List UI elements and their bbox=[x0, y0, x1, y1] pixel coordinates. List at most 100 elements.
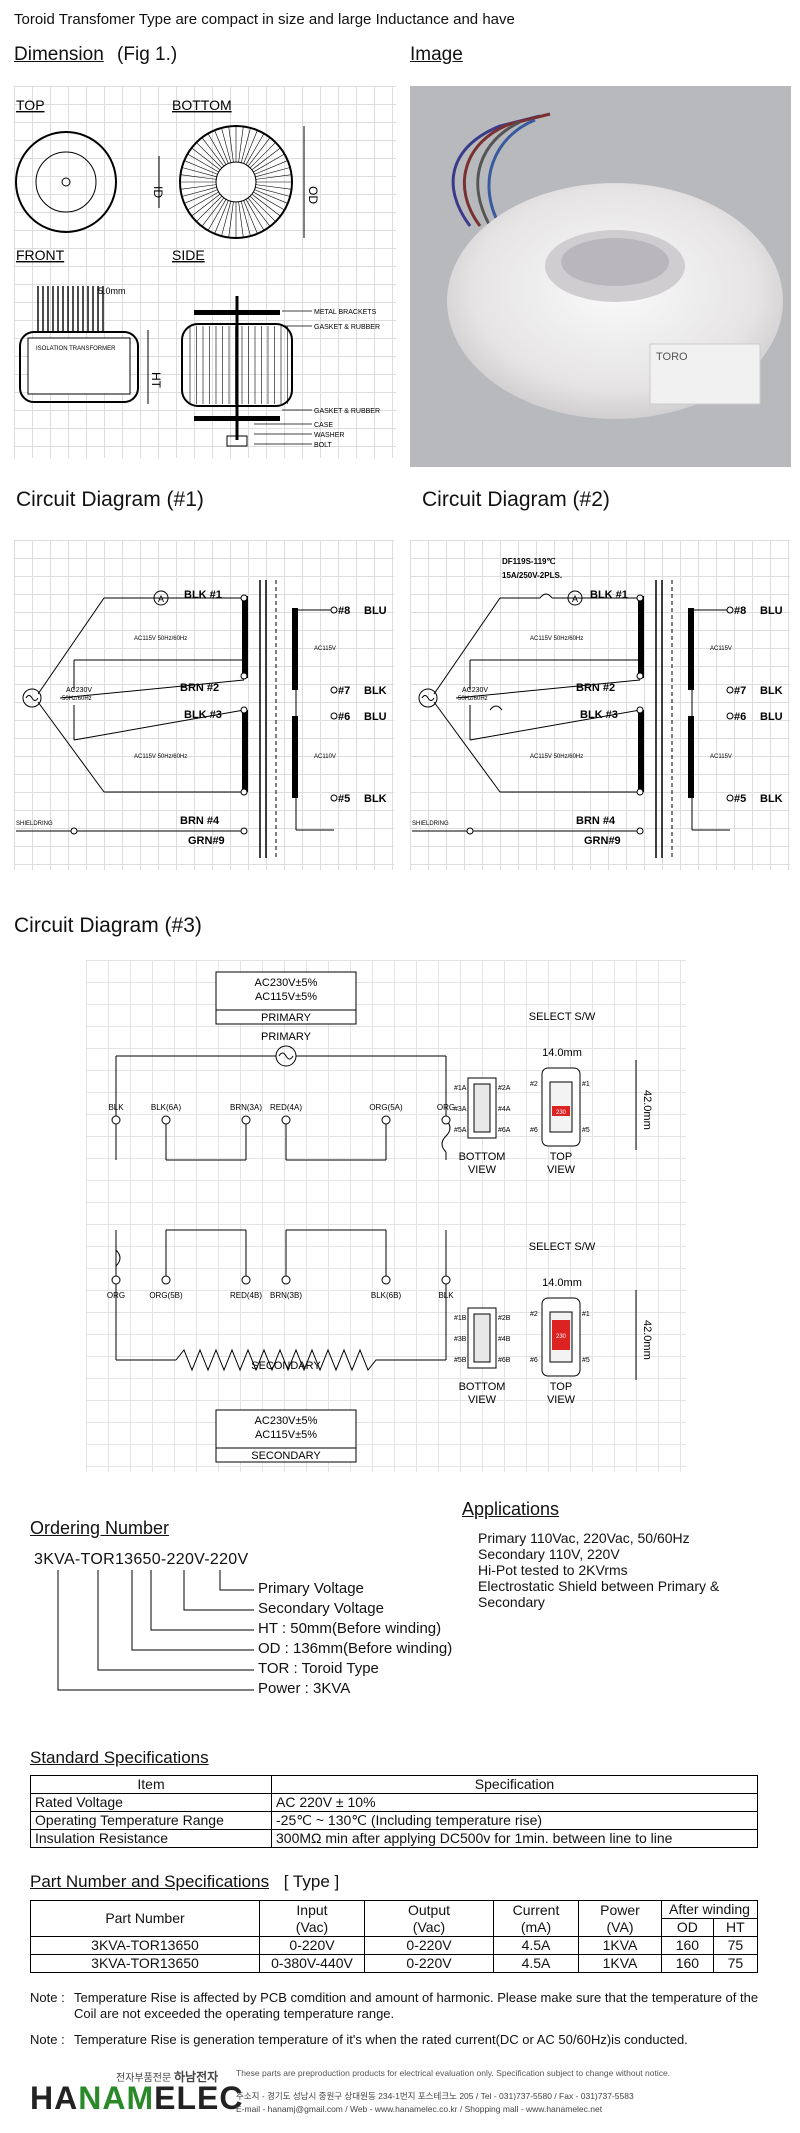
cd1-tap-6: #6 bbox=[338, 711, 350, 723]
cd3-sw-label-2: 230 bbox=[556, 1334, 567, 1340]
side-label-1: METAL BRACKETS bbox=[314, 309, 377, 316]
part-spec-header-input: Input (Vac) bbox=[259, 1900, 365, 1937]
cd3-diagram: AC230V±5% AC115V±5% PRIMARY PRIMARY BLK … bbox=[86, 960, 686, 1472]
part-spec-header-power: Power (VA) bbox=[578, 1900, 662, 1937]
side-label-3: GASKET & RUBBER bbox=[314, 408, 380, 415]
top-pin-2-a: #2 bbox=[530, 1081, 538, 1088]
pin-2a: #2A bbox=[498, 1085, 511, 1092]
cd3-pri-tap-5: ORG(5A) bbox=[369, 1103, 403, 1112]
note-1-label: Note : bbox=[30, 1990, 65, 2005]
front-view bbox=[19, 286, 149, 404]
cd2-ac-freq: 50Hz/60Hz bbox=[458, 696, 488, 702]
pin-3b: #3B bbox=[454, 1336, 467, 1343]
ordering-item-1: Primary Voltage bbox=[258, 1580, 364, 1597]
part-spec-header-power-2: (VA) bbox=[606, 1918, 634, 1935]
std-spec-header-row: Item Specification bbox=[30, 1775, 758, 1794]
bottom-view bbox=[179, 125, 293, 239]
note-2-text: Temperature Rise is generation temperatu… bbox=[74, 2032, 688, 2047]
ordering-heading: Ordering Number bbox=[30, 1518, 170, 1538]
part-spec-header-output: Output (Vac) bbox=[364, 1900, 494, 1937]
cd2-tap-5-color: BLK bbox=[760, 793, 783, 805]
part-spec-heading-text: Part Number and Specifications bbox=[30, 1872, 270, 1891]
part-spec-cell: 0-220V bbox=[364, 1936, 494, 1955]
std-spec-header-item: Item bbox=[30, 1775, 272, 1794]
part-spec-header-input-2: (Vac) bbox=[295, 1918, 329, 1935]
std-spec-heading: Standard Specifications bbox=[30, 1748, 209, 1767]
cd1-heading: Circuit Diagram (#1) bbox=[16, 488, 204, 511]
cd1-pri-bot: AC115V 50Hz/60Hz bbox=[134, 754, 187, 760]
table-row: Operating Temperature Range -25℃ ~ 130℃ … bbox=[30, 1811, 758, 1830]
part-spec-cell: 1KVA bbox=[578, 1936, 662, 1955]
cd3-select-sw-2: SELECT S/W bbox=[529, 1241, 596, 1253]
application-line-5: Secondary bbox=[478, 1594, 545, 1610]
std-spec-cell: Rated Voltage bbox=[30, 1793, 272, 1812]
part-spec-cell: 1KVA bbox=[578, 1954, 662, 1973]
cd3-sw-label-1: 230 bbox=[556, 1110, 567, 1116]
pin-1b: #1B bbox=[454, 1315, 467, 1322]
cd2-tap-3: BLK #3 bbox=[580, 709, 618, 721]
cd1-tap-5-color: BLK bbox=[364, 793, 387, 805]
cd2-pri-bot: AC115V 50Hz/60Hz bbox=[530, 754, 583, 760]
product-photo: TORO bbox=[410, 86, 791, 467]
std-spec-cell: Operating Temperature Range bbox=[30, 1811, 272, 1830]
cd3-bottom-view-2a: BOTTOM bbox=[459, 1381, 506, 1393]
cd1-diagram: A AC230V 50Hz/60Hz AC115V 50Hz/60Hz AC11… bbox=[14, 540, 394, 870]
part-spec-header-current-1: Current bbox=[512, 1901, 560, 1918]
part-spec-cell: 160 bbox=[661, 1936, 714, 1955]
cd2-tap-2: BRN #2 bbox=[576, 682, 615, 694]
cd3-sec-box-3: SECONDARY bbox=[251, 1450, 321, 1462]
cd1-ac-freq: 50Hz/60Hz bbox=[62, 696, 92, 702]
std-spec-cell: -25℃ ~ 130℃ (Including temperature rise) bbox=[271, 1811, 758, 1830]
cd2-tap-9: GRN#9 bbox=[584, 835, 621, 847]
top-pin-2-b: #2 bbox=[530, 1311, 538, 1318]
application-line-3: Hi-Pot tested to 2KVrms bbox=[478, 1562, 628, 1578]
cd3-heading: Circuit Diagram (#3) bbox=[14, 914, 202, 937]
cd1-tap-4: BRN #4 bbox=[180, 815, 220, 827]
cd1-ammeter: A bbox=[158, 594, 164, 604]
application-line-4: Electrostatic Shield between Primary & bbox=[478, 1578, 720, 1594]
cd3-top-view-2b: VIEW bbox=[547, 1394, 576, 1406]
cd1-pri-top: AC115V 50Hz/60Hz bbox=[134, 636, 187, 642]
top-pin-1-b: #1 bbox=[582, 1311, 590, 1318]
cd2-tap-7: #7 bbox=[734, 685, 746, 697]
cd2-tap-8: #8 bbox=[734, 605, 746, 617]
ordering-leaders bbox=[57, 1570, 254, 1691]
cd1-tap-7: #7 bbox=[338, 685, 350, 697]
dimension-svg: TOP BOTTOM ID OD FRONT SIDE ISOLATION TR… bbox=[15, 97, 380, 449]
cd3-pri-tap-2: BLK(6A) bbox=[151, 1103, 182, 1112]
cd1-tap-9: GRN#9 bbox=[188, 835, 225, 847]
footer-web: E-mail - hanamj@gmail.com / Web - www.ha… bbox=[236, 2104, 603, 2114]
table-row: 3KVA-TOR13650 0-220V 0-220V 4.5A 1KVA 16… bbox=[30, 1936, 759, 1955]
part-spec-header-ht: HT bbox=[712, 1918, 759, 1937]
cd2-ac-in: AC230V bbox=[462, 687, 488, 694]
cd3-select-sw-1: SELECT S/W bbox=[529, 1011, 596, 1023]
application-line-1: Primary 110Vac, 220Vac, 50/60Hz bbox=[478, 1530, 690, 1546]
label-id: ID bbox=[151, 186, 165, 198]
logo-ha: HA bbox=[30, 2080, 79, 2116]
part-spec-cell: 4.5A bbox=[493, 1954, 579, 1973]
cd1-tap-6-color: BLU bbox=[364, 711, 387, 723]
part-spec-header-current: Current (mA) bbox=[493, 1900, 579, 1937]
footer-address: 주소지 - 경기도 성남시 중원구 상대원동 234-1번지 포스테크노 205… bbox=[236, 2091, 634, 2101]
side-view bbox=[181, 296, 293, 447]
part-spec-header-after: After winding bbox=[661, 1900, 758, 1919]
cd3-pri-box-2: AC115V±5% bbox=[255, 991, 317, 1003]
label-od: OD bbox=[306, 186, 320, 204]
pin-5b: #5B bbox=[454, 1357, 467, 1364]
part-spec-cell: 3KVA-TOR13650 bbox=[30, 1954, 260, 1973]
std-spec-table: Item Specification Rated Voltage AC 220V… bbox=[30, 1775, 758, 1848]
part-spec-cell: 0-220V bbox=[364, 1954, 494, 1973]
cd2-tap-7-color: BLK bbox=[760, 685, 783, 697]
cd1-sec-top: AC115V bbox=[314, 646, 336, 652]
top-pin-6-a: #6 bbox=[530, 1127, 538, 1134]
label-front: FRONT bbox=[16, 247, 65, 263]
cd1-sec-bot: AC110V bbox=[314, 754, 336, 760]
std-spec-cell: AC 220V ± 10% bbox=[271, 1793, 758, 1812]
cd1-tap-2: BRN #2 bbox=[180, 682, 219, 694]
cd3-top-view-1a: TOP bbox=[550, 1151, 572, 1163]
cd1-shield: SHIELDRING bbox=[16, 821, 53, 827]
cd3-primary-label: PRIMARY bbox=[261, 1031, 312, 1043]
pin-4a: #4A bbox=[498, 1106, 511, 1113]
label-ht: HT bbox=[149, 372, 163, 389]
pin-5a: #5A bbox=[454, 1127, 467, 1134]
